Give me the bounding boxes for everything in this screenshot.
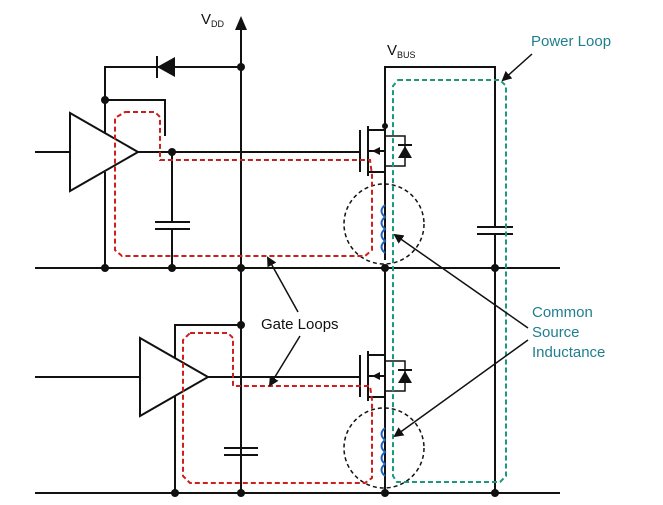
upper-inductor-icon (380, 204, 387, 254)
lower-csi-circle (343, 407, 425, 489)
bus-cap-gap (485, 228, 505, 233)
vbus-label: VBUS (387, 42, 416, 60)
vdd-arrow-icon (235, 16, 247, 30)
upper-fet-icon (359, 123, 412, 189)
power-loop-arrow (501, 53, 533, 82)
bootstrap-wire (104, 66, 241, 100)
power-loop-label: Power Loop (531, 33, 611, 50)
lower-inductor-icon (380, 427, 387, 477)
csi-label: Common Source Inductance (532, 304, 605, 361)
vbus-wire (384, 66, 496, 493)
lower-fet-icon (359, 351, 412, 414)
upper-driver-supply-wire (104, 99, 166, 136)
csi-arrow-upper (393, 233, 529, 329)
csi-arrow-lower (393, 339, 529, 438)
upper-csi-circle (343, 183, 425, 265)
lower-driver-supply-wire (174, 324, 241, 358)
vdd-label: VDD (201, 11, 225, 29)
upper-gate-loop (114, 111, 373, 257)
gate-loops-arrow-upper (267, 256, 299, 313)
power-loop (392, 79, 507, 483)
junction-dots (101, 63, 499, 497)
bootstrap-diode-icon (157, 57, 175, 77)
gate-loops-arrow-lower (268, 335, 301, 387)
gate-loops-label: Gate Loops (261, 316, 339, 333)
lower-gate-loop (182, 332, 373, 484)
